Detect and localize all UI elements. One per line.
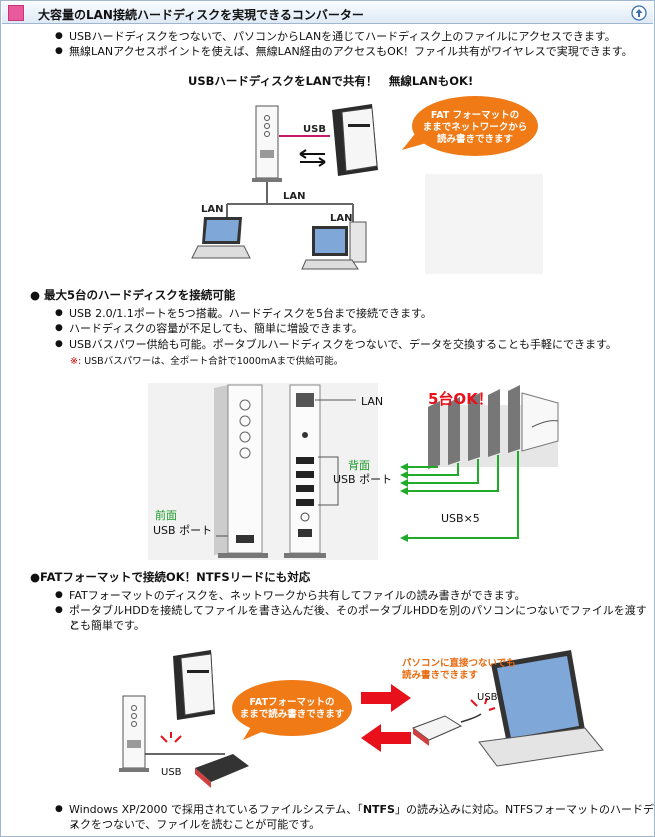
fig1-bubble-text: FAT フォーマットの ままでネットワークから 読み書きできます bbox=[422, 110, 528, 145]
hdd-stack-icon bbox=[428, 385, 559, 469]
back-device-icon bbox=[284, 384, 326, 558]
list-item-continued: とも簡単です。 bbox=[69, 619, 145, 632]
list-item: USBバスパワー供給も可能。ポータブルハードディスクをつないで、データを交換する… bbox=[55, 337, 617, 352]
front-device-icon bbox=[214, 384, 268, 558]
list-item-continued: スクをつないで、ファイルを読むことが可能です。 bbox=[69, 818, 321, 831]
hard-disk-icon bbox=[332, 104, 378, 176]
hard-disk-icon bbox=[173, 650, 215, 720]
laptop-icon bbox=[191, 217, 251, 259]
green-arrows bbox=[406, 451, 519, 539]
laptop-icon bbox=[478, 650, 604, 767]
front-label: 前面 bbox=[155, 509, 177, 522]
converter-device-icon bbox=[252, 105, 282, 182]
figure3-diagram bbox=[119, 650, 604, 788]
portable-hdd-icon bbox=[411, 715, 463, 746]
portable-hdd-icon bbox=[195, 754, 249, 788]
fig3-bubble-text: FATフォーマットの ままで読み書きできます bbox=[239, 697, 345, 720]
fig1-bubble-shape bbox=[402, 96, 538, 156]
usb-label: USB bbox=[303, 124, 326, 135]
list-item: FATフォーマットのディスクを、ネットワークから共有してファイルの読み書きができ… bbox=[55, 588, 526, 603]
front-usb-port-label: USB ポート bbox=[153, 524, 213, 537]
five-ok-label: 5台OK！ bbox=[428, 390, 493, 408]
list-item: USB 2.0/1.1ポートを5つ搭載。ハードディスクを5台まで接続できます。 bbox=[55, 306, 432, 321]
arrow-right-icon bbox=[361, 684, 411, 712]
header-marker-icon bbox=[8, 5, 24, 21]
back-to-top-icon[interactable] bbox=[631, 5, 647, 21]
page-title: 大容量のLAN接続ハードディスクを実現できるコンバーター bbox=[38, 8, 364, 22]
usb-label-right: USB bbox=[477, 692, 498, 703]
figure2-ports-diagram bbox=[148, 383, 559, 560]
back-usb-port-label: USB ポート bbox=[333, 473, 393, 486]
lan-label-right: LAN bbox=[330, 213, 353, 224]
figure1-caption: USBハードディスクをLANで共有！ 無線LANもOK! bbox=[188, 74, 474, 88]
list-item: 無線LANアクセスポイントを使えば、無線LAN経由のアクセスもOK！ファイル共有… bbox=[55, 44, 633, 59]
lan-label-left: LAN bbox=[201, 204, 224, 215]
section3-heading: ●FATフォーマットで接続OK！NTFSリードにも対応 bbox=[30, 570, 311, 584]
back-label: 背面 bbox=[348, 459, 370, 472]
converter-device-icon bbox=[119, 695, 149, 772]
section2-heading: ● 最大5台のハードディスクを接続可能 bbox=[30, 288, 236, 302]
lan-port-label: LAN bbox=[361, 395, 384, 408]
bus-power-note: ※: USBバスパワーは、全ポート合計で1000mAまで供給可能。 bbox=[70, 356, 344, 367]
list-item: USBハードディスクをつないで、パソコンからLANを通じてハードディスク上のファ… bbox=[55, 29, 616, 44]
list-item: ハードディスクの容量が不足しても、簡単に増設できます。 bbox=[55, 321, 363, 336]
section-header: 大容量のLAN接続ハードディスクを実現できるコンバーター bbox=[2, 2, 653, 24]
list-item: ポータブルHDDを接続してファイルを書き込んだ後、そのポータブルHDDを別のパソ… bbox=[55, 603, 655, 633]
usb-label-left: USB bbox=[161, 767, 182, 778]
usb-x5-label: USB×5 bbox=[441, 512, 480, 525]
list-item: Windows XP/2000 で採用されているファイルシステム、「NTFS」の… bbox=[55, 802, 655, 832]
desktop-pc-icon bbox=[301, 221, 367, 270]
arrow-left-icon bbox=[361, 724, 411, 752]
lan-label-center: LAN bbox=[283, 191, 306, 202]
direct-connect-text: パソコンに直接つないでも 読み書きできます bbox=[402, 658, 516, 681]
figure1-network-diagram bbox=[191, 104, 543, 274]
